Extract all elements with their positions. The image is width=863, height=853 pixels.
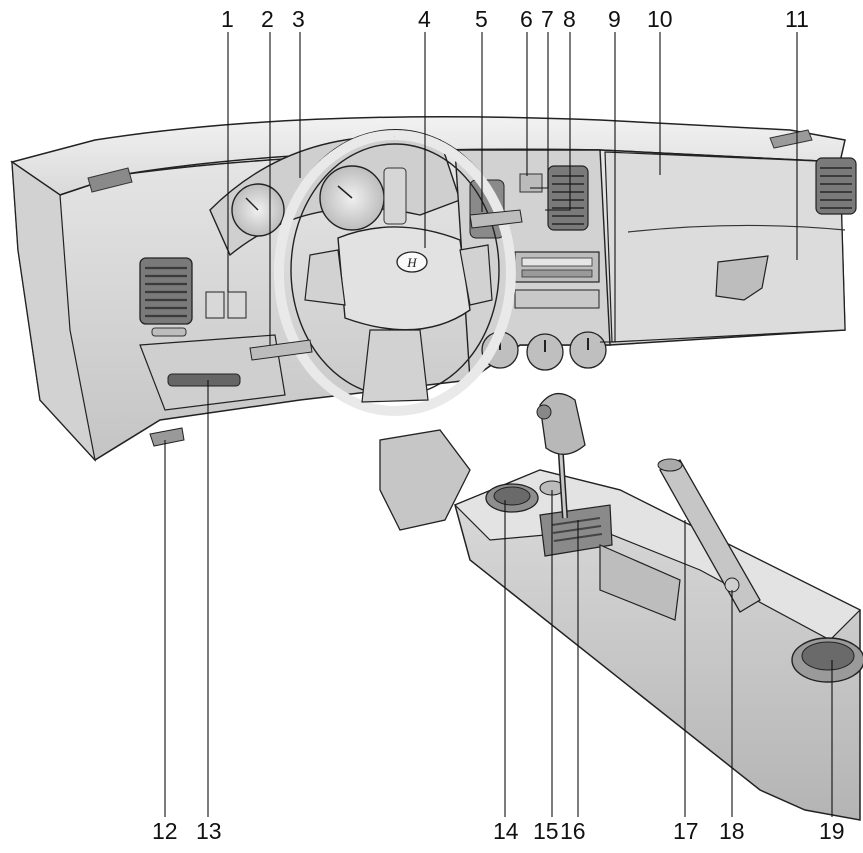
callout-19: 19: [819, 818, 845, 844]
hazard-switch: [519, 173, 543, 193]
glovebox-seam: [627, 224, 846, 233]
callout-1: 1: [221, 6, 234, 32]
callout-5: 5: [475, 6, 488, 32]
callout-17: 17: [673, 818, 699, 844]
callout-8: 8: [563, 6, 576, 32]
center-air-vent: [547, 165, 589, 231]
leader-8: [545, 32, 571, 211]
callout-11: 11: [785, 6, 809, 32]
passenger-panel: [604, 151, 846, 343]
callout-13: 13: [196, 818, 222, 844]
console-armrest-bin: [599, 544, 681, 621]
rear-cup-holder: [791, 637, 863, 683]
callout-10: 10: [647, 6, 673, 32]
callout-2: 2: [261, 6, 274, 32]
leader-7: [530, 32, 549, 189]
leader-lines: [164, 32, 833, 817]
hyundai-emblem-icon: H: [396, 251, 428, 273]
right-defrost-vent: [769, 129, 813, 149]
right-air-vent: [815, 157, 857, 215]
callout-6: 6: [520, 6, 533, 32]
lower-storage: [139, 334, 286, 411]
callout-14: 14: [493, 818, 519, 844]
leader-9: [600, 32, 616, 343]
steering-wheel: [273, 129, 516, 416]
dashboard-top: [10, 115, 846, 196]
dashboard-left-end: [11, 160, 96, 462]
callout-16: 16: [560, 818, 586, 844]
callout-9: 9: [608, 6, 621, 32]
emblem-letter: H: [406, 255, 417, 270]
storage-slot: [167, 373, 241, 387]
climate-controls: [481, 331, 607, 371]
hood-release-lever: [149, 427, 185, 447]
tachometer: [231, 183, 285, 237]
left-defrost-vent: [87, 167, 133, 193]
callout-7: 7: [541, 6, 554, 32]
callout-18: 18: [719, 818, 745, 844]
left-air-vent: [139, 257, 193, 337]
steering-column: [379, 429, 471, 531]
fuel-temp-gauges: [383, 167, 407, 225]
turn-signal-stalk: [249, 339, 313, 361]
callout-3: 3: [292, 6, 305, 32]
audio-unit: [514, 251, 600, 309]
speedometer: [319, 165, 385, 231]
glovebox-handle: [715, 255, 769, 301]
callout-15: 15: [533, 818, 559, 844]
callout-4: 4: [418, 6, 431, 32]
seat-warmer-button: [724, 577, 740, 593]
gear-shift-lever: [536, 393, 586, 519]
callout-12: 12: [152, 818, 178, 844]
wiper-stalk: [469, 209, 523, 229]
parking-brake-lever: [657, 458, 761, 613]
front-cup-holder: [485, 483, 539, 513]
switch-panel: [205, 291, 247, 319]
airbag-hub: [337, 226, 471, 331]
